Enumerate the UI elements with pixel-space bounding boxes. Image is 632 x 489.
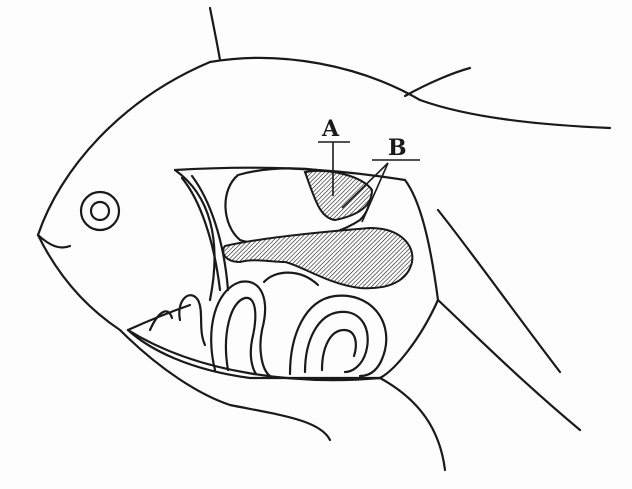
organ-a-hatched bbox=[305, 171, 372, 220]
liver-hatched bbox=[223, 228, 412, 288]
intestine-coil-5 bbox=[322, 330, 356, 370]
eye-outer bbox=[81, 192, 119, 230]
body-rear-line-1 bbox=[438, 210, 560, 372]
intestine-coil-7 bbox=[150, 311, 172, 330]
dorsal-fin-line bbox=[210, 8, 220, 60]
intestine-coil-2 bbox=[226, 298, 256, 374]
intestine-coil-8 bbox=[264, 273, 318, 285]
label-a: A bbox=[321, 116, 340, 142]
back-fin-line bbox=[405, 68, 470, 96]
intestine-coil-6 bbox=[179, 295, 205, 345]
eye-inner bbox=[91, 202, 109, 220]
intestine-coil-4 bbox=[305, 312, 368, 372]
body-rear-line-2 bbox=[438, 300, 580, 430]
intestine-coil-1 bbox=[211, 282, 270, 376]
label-b: B bbox=[388, 135, 407, 161]
fish-lower-outline bbox=[38, 235, 330, 440]
tail-lower-line bbox=[380, 378, 445, 470]
